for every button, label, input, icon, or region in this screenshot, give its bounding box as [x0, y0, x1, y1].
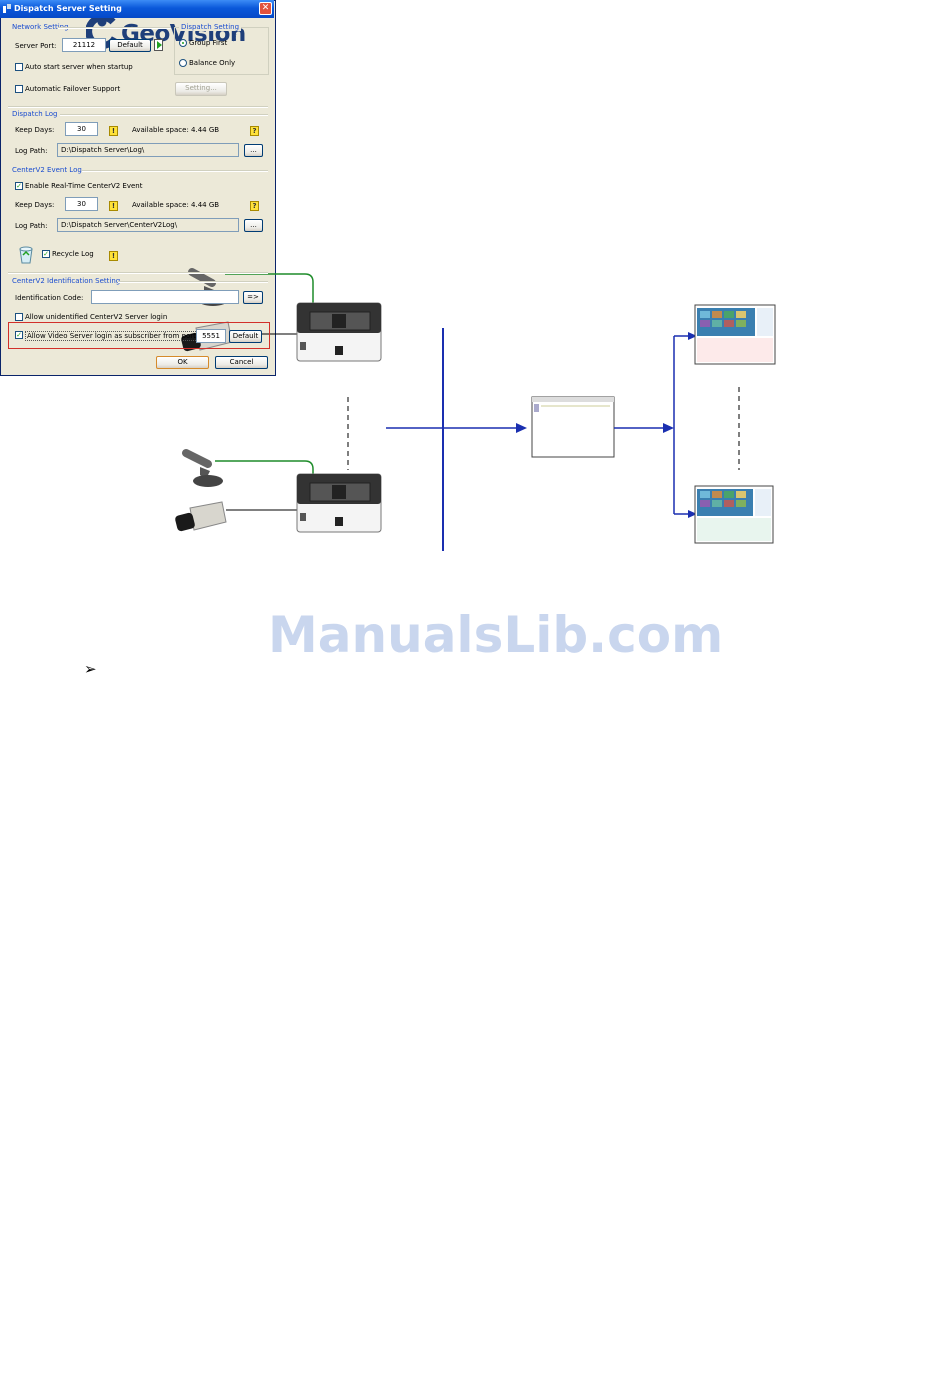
divider	[82, 170, 268, 172]
app-icon	[3, 4, 11, 13]
centerv2-log-path-input[interactable]: D:\Dispatch Server\CenterV2Log\	[57, 218, 239, 232]
identification-code-label: Identification Code:	[15, 294, 84, 302]
centerv2-event-log-title: CenterV2 Event Log	[12, 166, 82, 174]
dispatch-setting-title: Dispatch Setting	[179, 23, 242, 31]
server-port-label: Server Port:	[15, 42, 57, 50]
dialog-titlebar[interactable]: Dispatch Server Setting ✕	[0, 0, 274, 18]
microphone-icon-2	[182, 449, 223, 487]
allow-video-server-checkbox[interactable]: ✓	[15, 331, 23, 339]
close-button[interactable]: ✕	[259, 2, 272, 15]
divider	[118, 281, 268, 283]
dispatch-log-path-label: Log Path:	[15, 147, 48, 155]
help-icon[interactable]: ?	[250, 201, 259, 211]
logo-inc-mark: inc.	[231, 34, 237, 42]
failover-checkbox[interactable]	[15, 85, 23, 93]
ok-button[interactable]: OK	[156, 356, 209, 369]
dispatch-keep-days-input[interactable]: 30	[65, 122, 98, 136]
network-diagram	[175, 268, 776, 551]
dvr-server-icon-1	[296, 302, 382, 362]
divider	[8, 106, 268, 108]
centerv2-keep-days-input[interactable]: 30	[65, 197, 98, 211]
centerv2-log-path-label: Log Path:	[15, 222, 48, 230]
dvr-server-icon-2	[296, 473, 382, 533]
play-icon	[157, 41, 162, 49]
identification-code-input[interactable]	[91, 290, 239, 304]
divider	[60, 114, 268, 116]
close-icon: ✕	[261, 3, 270, 13]
dispatch-server-setting-dialog: Dispatch Server Setting ✕ Network Settin…	[0, 0, 276, 376]
server-port-input[interactable]: 21112	[62, 38, 106, 52]
dialog-title: Dispatch Server Setting	[14, 4, 122, 13]
recycle-bin-icon	[19, 246, 33, 264]
allow-video-server-label: Allow Video Server login as subscriber f…	[25, 331, 201, 341]
recycle-log-label: Recycle Log	[52, 250, 94, 258]
divider	[8, 272, 268, 274]
watermark: ManualsLib.com	[268, 606, 724, 664]
subscriber-port-input[interactable]: 5551	[196, 329, 226, 343]
centerv2-monitor-icon-2	[694, 485, 774, 544]
dispatch-log-path-input[interactable]: D:\Dispatch Server\Log\	[57, 143, 239, 157]
enable-realtime-checkbox[interactable]: ✓	[15, 182, 23, 190]
dispatch-server-window-icon	[531, 396, 615, 458]
divider	[58, 27, 171, 29]
network-default-button[interactable]: Default	[109, 39, 151, 52]
enable-realtime-label: Enable Real-Time CenterV2 Event	[25, 182, 143, 190]
bullet-arrow-icon: ➢	[84, 661, 97, 678]
failover-label: Automatic Failover Support	[25, 85, 121, 93]
centerv2-keep-days-label: Keep Days:	[15, 201, 55, 209]
dispatch-keep-days-label: Keep Days:	[15, 126, 55, 134]
allow-unidentified-label: Allow unidentified CenterV2 Server login	[25, 313, 168, 321]
dispatch-browse-button[interactable]: ...	[244, 144, 263, 157]
centerv2-browse-button[interactable]: ...	[244, 219, 263, 232]
identification-apply-button[interactable]: =>	[243, 291, 263, 304]
warning-icon: !	[109, 126, 118, 136]
start-server-button[interactable]	[154, 39, 163, 51]
centerv2-available-space: Available space: 4.44 GB	[132, 201, 220, 209]
failover-setting-button[interactable]: Setting...	[175, 82, 227, 96]
dispatch-available-space: Available space: 4.44 GB	[132, 126, 220, 134]
warning-icon: !	[109, 251, 118, 261]
network-setting-title: Network Setting	[12, 23, 69, 31]
allow-unidentified-checkbox[interactable]	[15, 313, 23, 321]
dispatch-setting-group	[174, 27, 269, 75]
recycle-log-checkbox[interactable]: ✓	[42, 250, 50, 258]
port-default-button[interactable]: Default	[229, 330, 262, 343]
balance-only-radio[interactable]	[179, 59, 187, 67]
dispatch-log-title: Dispatch Log	[12, 110, 58, 118]
centerv2-monitor-icon-1	[694, 304, 776, 365]
cancel-button[interactable]: Cancel	[215, 356, 268, 369]
highlight-box	[8, 322, 270, 349]
group-first-label: Group First	[189, 39, 228, 47]
auto-start-label: Auto start server when startup	[25, 63, 133, 71]
warning-icon: !	[109, 201, 118, 211]
group-first-radio[interactable]	[179, 39, 187, 47]
help-icon[interactable]: ?	[250, 126, 259, 136]
identification-title: CenterV2 Identification Setting	[12, 277, 121, 285]
camera-icon-2	[175, 501, 227, 532]
balance-only-label: Balance Only	[189, 59, 236, 67]
auto-start-checkbox[interactable]	[15, 63, 23, 71]
